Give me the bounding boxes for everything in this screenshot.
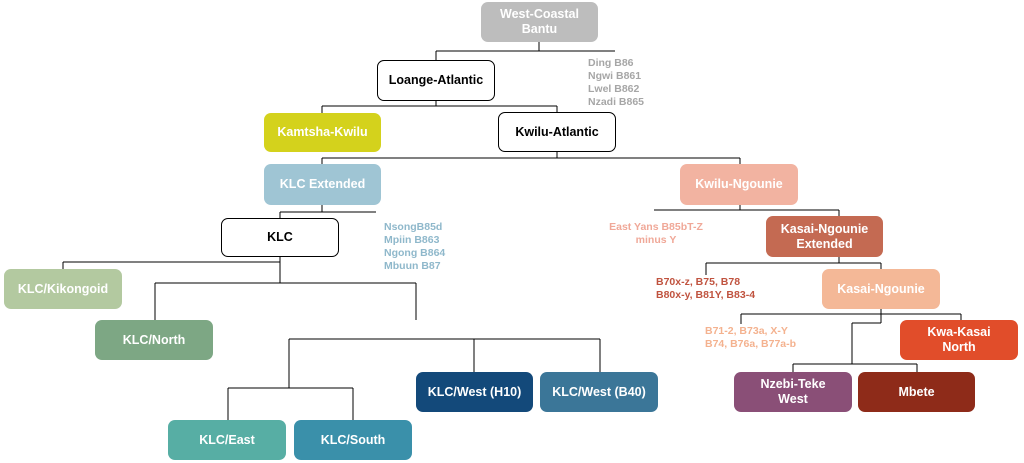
node-klc-east: KLC/East — [168, 420, 286, 460]
node-mbete: Mbete — [858, 372, 975, 412]
node-klc: KLC — [221, 218, 339, 257]
node-kwa-kasai-north: Kwa-Kasai North — [900, 320, 1018, 360]
link-west-coastal — [435, 42, 615, 60]
node-kamtsha-kwilu: Kamtsha-Kwilu — [264, 113, 381, 152]
note-b71-group: B71-2, B73a, X-Y B74, B76a, B77a-b — [705, 325, 797, 350]
link-loange-atlantic — [321, 101, 558, 113]
link-kwilu-atlantic — [321, 152, 741, 164]
note-east-yans: East Yans B85bT-Z minus Y — [609, 221, 703, 246]
node-nzebi-teke-west: Nzebi-Teke West — [734, 372, 852, 412]
node-loange-atlantic: Loange-Atlantic — [377, 60, 495, 101]
node-klc-west-h10: KLC/West (H10) — [416, 372, 533, 412]
note-b70-group: B70x-z, B75, B78 B80x-y, B81Y, B83-4 — [656, 276, 756, 301]
note-nsong-group: NsongB85d Mpiin B863 Ngong B864 Mbuun B8… — [384, 221, 446, 272]
node-klc-west-b40: KLC/West (B40) — [540, 372, 658, 412]
link-klc-lower — [227, 338, 601, 420]
link-klc — [62, 257, 417, 320]
node-klc-north: KLC/North — [95, 320, 213, 360]
link-kasai-ngounie-ext — [705, 257, 882, 275]
node-klc-kikongoid: KLC/Kikongoid — [4, 269, 122, 309]
link-kasai-ngounie — [740, 309, 962, 372]
node-kasai-ngounie: Kasai-Ngounie — [822, 269, 940, 309]
node-klc-south: KLC/South — [294, 420, 412, 460]
node-kwilu-ngounie: Kwilu-Ngounie — [680, 164, 798, 205]
node-klc-extended: KLC Extended — [264, 164, 381, 205]
node-kasai-ngounie-extended: Kasai-Ngounie Extended — [766, 216, 883, 257]
note-ding-group: Ding B86 Ngwi B861 Lwel B862 Nzadi B865 — [588, 57, 645, 108]
node-west-coastal-bantu: West-Coastal Bantu — [481, 2, 598, 42]
link-kwilu-ngounie — [654, 205, 840, 216]
node-kwilu-atlantic: Kwilu-Atlantic — [498, 112, 616, 152]
link-klc-extended — [279, 205, 376, 218]
